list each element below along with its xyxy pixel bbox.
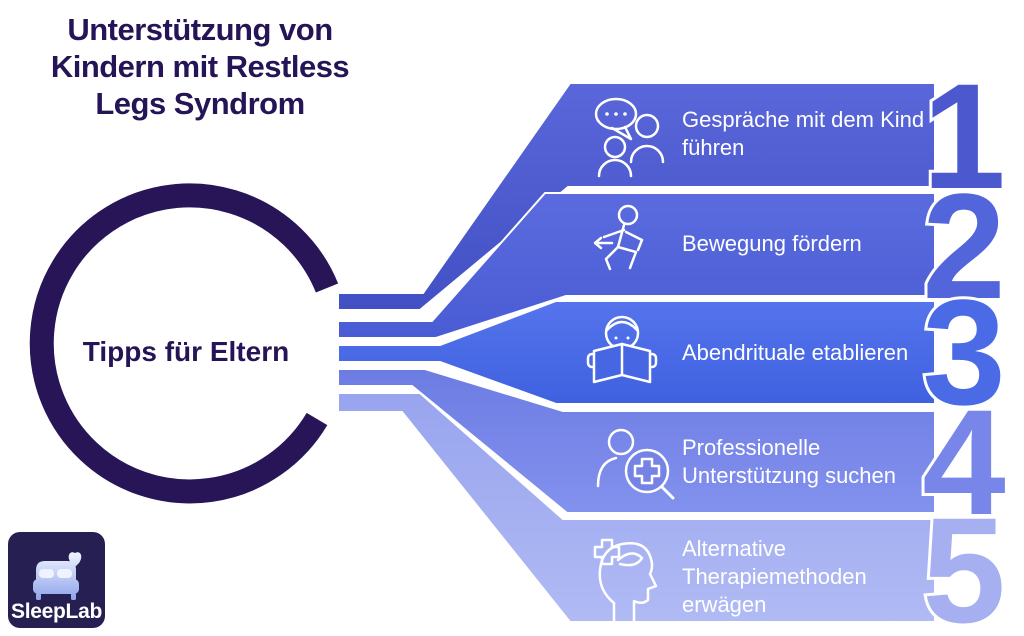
banner-4-shape (337, 368, 936, 514)
circle-ring (29, 183, 339, 504)
banner-3-label-line-1: Abendrituale etablieren (682, 340, 908, 365)
reading-person-icon (586, 315, 658, 384)
bed-heart-icon (33, 552, 82, 600)
sleeplab-logo: SleepLab (8, 532, 105, 628)
banner-1-label-line-2: führen (682, 135, 744, 160)
title-line-3: Legs Syndrom (95, 86, 304, 121)
banner-5-label-line-2: Therapiemethoden (682, 564, 867, 589)
title-line-1: Unterstützung von (67, 12, 332, 47)
banner-5-number: 5 (922, 486, 1003, 636)
person-magnifier-plus-icon (596, 428, 675, 500)
banner-4-label-line-1: Professionelle (682, 435, 820, 460)
banner-4-number: 4 (922, 378, 1005, 546)
banner-2-label-line-1: Bewegung fördern (682, 231, 862, 256)
title-line-2: Kindern mit Restless (51, 49, 349, 84)
banner-4-label-line-2: Unterstützung suchen (682, 463, 896, 488)
banner-5: Alternative Therapiemethoden erwägen 5 (337, 392, 1009, 636)
logo-text: SleepLab (11, 600, 102, 623)
banner-3-number: 3 (922, 268, 1003, 436)
banner-4: Professionelle Unterstützung suchen 4 (337, 368, 1010, 549)
banner-3: Abendrituale etablieren 3 (337, 265, 1009, 439)
banner-1-shape (337, 82, 936, 311)
running-person-icon (593, 204, 644, 271)
banner-1-label-line-1: Gespräche mit dem Kind (682, 107, 924, 132)
head-therapy-plus-icon (593, 538, 658, 624)
chat-people-icon (594, 97, 665, 178)
banner-5-label-line-1: Alternative (682, 536, 786, 561)
banner-2: Bewegung fördern 2 (337, 159, 1009, 339)
banner-2-shape (337, 192, 936, 339)
banner-5-label-line-3: erwägen (682, 592, 766, 617)
banner-5-shape (337, 392, 936, 623)
circle-label: Tipps für Eltern (83, 336, 289, 367)
banner-2-number: 2 (922, 162, 1003, 330)
page-title: Unterstützung von Kindern mit Restless L… (51, 12, 350, 121)
